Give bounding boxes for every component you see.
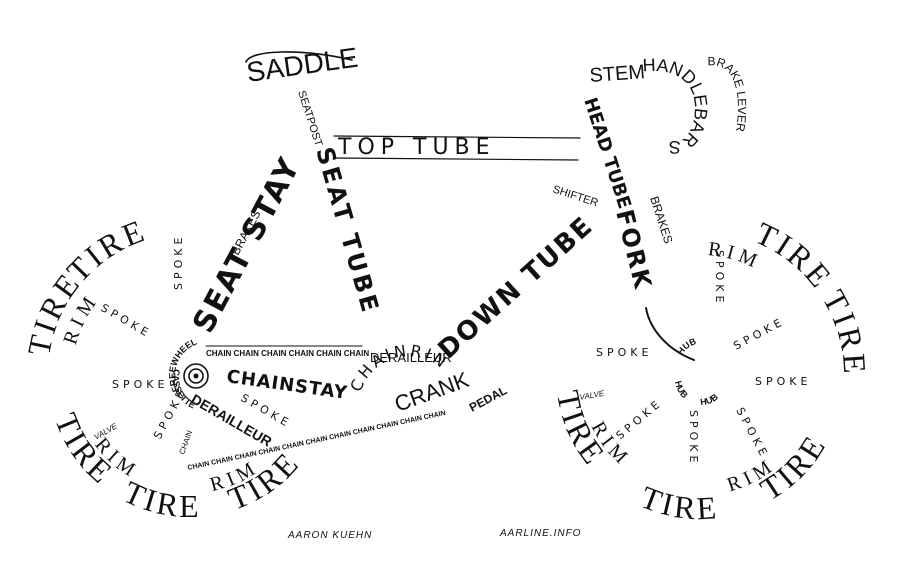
front-spoke-label-2: SPOKE: [596, 346, 652, 359]
saddle-label: SADDLE: [245, 42, 360, 88]
author-credit: AARON KUEHN: [287, 530, 372, 541]
rear-spoke-label-3: SPOKE: [112, 378, 168, 391]
top-tube-line-top: [333, 135, 581, 139]
cassette-spiral-icon: [183, 363, 209, 389]
front-spoke-label-6: SPOKE: [687, 410, 700, 466]
front-wheel: TIRE TIRE TIRE TIRE TIRE RIM RIM RIM SPO…: [550, 215, 874, 527]
front-spoke-label-1: SPOKE: [713, 250, 726, 306]
fork-label: FORK: [610, 207, 657, 293]
seatpost-label: SEATPOST: [295, 89, 324, 148]
stem-label: STEM: [589, 61, 646, 87]
front-tire-label-top-2: TIRE: [816, 284, 874, 377]
front-brakes-label: BRAKES: [647, 195, 675, 246]
front-derailleur-label: DERAILLEUR: [370, 350, 452, 365]
top-tube-line-bottom: [333, 157, 579, 161]
front-end: STEM HANDLEBARS BRAKE LEVER HEAD TUBE SH…: [551, 54, 749, 361]
down-tube-label: DOWN TUBE: [433, 211, 600, 366]
rear-spoke-label-2: SPOKE: [99, 301, 154, 340]
fork-tip-line: [645, 307, 695, 361]
seat-tube-label: SEAT TUBE: [310, 144, 385, 318]
rear-wheel: TIRE TIRE TIRE TIRE TIRE RIM RIM RIM SPO…: [20, 212, 303, 524]
rear-spoke-label-1: SPOKE: [172, 234, 185, 290]
chain-bottom-label: CHAIN CHAIN CHAIN CHAIN CHAIN CHAIN CHAI…: [0, 0, 446, 472]
top-tube-label: TOP TUBE: [337, 135, 496, 160]
hub-label-bottom: HUB: [673, 380, 690, 401]
front-spoke-label-3: SPOKE: [731, 315, 787, 353]
pedal-label: PEDAL: [467, 383, 509, 414]
handlebars-label: HANDLEBARS: [642, 55, 711, 157]
shifter-label: SHIFTER: [551, 183, 600, 209]
saddle-outline: [245, 51, 353, 63]
chain-loop-label: CHAIN: [177, 429, 194, 456]
site-credit: AARLINE.INFO: [499, 528, 581, 539]
front-spoke-label-4: SPOKE: [755, 375, 811, 388]
rear-derailleur-label: DERAILLEUR: [189, 391, 275, 450]
credits: AARON KUEHN AARLINE.INFO: [287, 528, 581, 541]
brake-lever-label: BRAKE LEVER: [707, 54, 749, 133]
drivetrain: CHAIN CHAIN CHAIN CHAIN CHAIN CHAIN CHAI…: [0, 0, 446, 472]
crank-label: CRANK: [391, 367, 472, 417]
front-spoke-label-7: SPOKE: [733, 405, 771, 461]
chain-top-label: CHAIN CHAIN CHAIN CHAIN CHAIN CHAIN: [206, 349, 369, 358]
front-tire-label-bottom-2: TIRE: [636, 479, 720, 527]
front-spoke-label-5: SPOKE: [614, 396, 666, 442]
front-valve-label: VALVE: [579, 389, 606, 402]
hub-label-bottom-2: HUB: [700, 391, 721, 407]
